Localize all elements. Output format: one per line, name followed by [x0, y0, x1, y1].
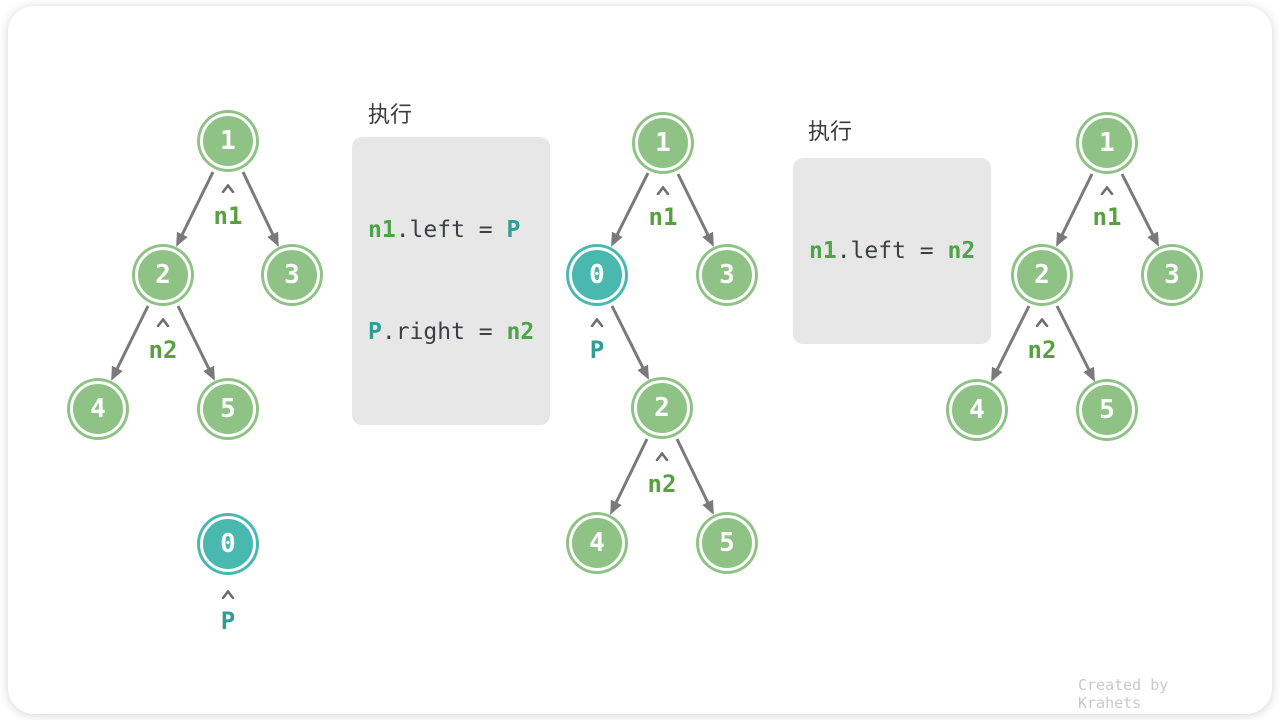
- tree-middle-node-3: 3: [699, 247, 755, 303]
- pointer-label-n1: n1: [213, 202, 243, 230]
- exec-title-2: 执行: [808, 120, 853, 145]
- node-value: 1: [220, 126, 236, 156]
- pointer-label-n1: n1: [648, 203, 678, 231]
- code-token-n2: n2: [506, 319, 535, 345]
- watermark: Created by Krahets: [1078, 676, 1169, 712]
- code-token: .left =: [836, 238, 948, 264]
- node-value: 0: [220, 529, 236, 559]
- tree-left-node-4: 4: [70, 381, 126, 437]
- node-value: 3: [284, 260, 300, 290]
- pointer-label-n2: n2: [148, 336, 178, 364]
- node-value: 5: [719, 528, 735, 558]
- code-token: .right =: [381, 319, 507, 345]
- caret-up-icon: [221, 184, 235, 193]
- tree-right-node-3: 3: [1144, 247, 1200, 303]
- code-block-1: n1.left = P P.right = n2: [352, 137, 551, 425]
- caret-up-icon: [655, 452, 669, 461]
- tree-middle-node-0: 0: [569, 247, 625, 303]
- code-token-p: P: [368, 319, 382, 345]
- pointer-label-n1: n1: [1092, 203, 1122, 231]
- pointer-label-p: P: [220, 607, 236, 635]
- tree-right-node-5: 5: [1079, 382, 1135, 438]
- node-value: 5: [220, 394, 236, 424]
- code-line: n1.left = n2: [809, 234, 975, 268]
- tree-left-node-3: 3: [264, 247, 320, 303]
- node-value: 4: [90, 394, 106, 424]
- tree-middle-node-4: 4: [569, 515, 625, 571]
- node-value: 2: [1034, 260, 1050, 290]
- code-token-n2: n2: [947, 238, 976, 264]
- caret-up-icon: [590, 318, 604, 327]
- node-value: 3: [1164, 260, 1180, 290]
- code-block-2: n1.left = n2: [793, 158, 992, 344]
- pointer-label-n2: n2: [647, 470, 677, 498]
- node-value: 1: [1099, 128, 1115, 158]
- caret-up-icon: [1035, 318, 1049, 327]
- code-token: .left =: [395, 217, 507, 243]
- node-value: 4: [589, 528, 605, 558]
- code-token-n1: n1: [368, 217, 396, 243]
- caret-up-icon: [1100, 186, 1114, 195]
- node-value: 2: [155, 260, 171, 290]
- node-value: 1: [655, 128, 671, 158]
- node-value: 5: [1099, 395, 1115, 425]
- code-token-n1: n1: [809, 238, 837, 264]
- tree-left-node-2: 2: [135, 247, 191, 303]
- tree-left-node-0: 0: [200, 516, 256, 572]
- tree-right-node-1: 1: [1079, 115, 1135, 171]
- code-line: n1.left = P: [368, 213, 534, 247]
- tree-right-node-4: 4: [949, 382, 1005, 438]
- node-value: 4: [969, 395, 985, 425]
- tree-left-node-5: 5: [200, 381, 256, 437]
- pointer-label-n2: n2: [1027, 336, 1057, 364]
- exec-title-1: 执行: [368, 103, 413, 128]
- code-line: P.right = n2: [368, 315, 534, 349]
- caret-up-icon: [221, 590, 235, 599]
- tree-left-node-1: 1: [200, 113, 256, 169]
- tree-middle-node-1: 1: [635, 115, 691, 171]
- pointer-label-p: P: [589, 336, 605, 364]
- caret-up-icon: [656, 186, 670, 195]
- tree-middle-node-2: 2: [634, 380, 690, 436]
- code-token-p: P: [506, 217, 521, 243]
- node-value: 0: [589, 260, 605, 290]
- caret-up-icon: [156, 318, 170, 327]
- node-value: 3: [719, 260, 735, 290]
- tree-right-node-2: 2: [1014, 247, 1070, 303]
- figure-card-background: [8, 6, 1272, 714]
- tree-middle-node-5: 5: [699, 515, 755, 571]
- node-value: 2: [654, 393, 670, 423]
